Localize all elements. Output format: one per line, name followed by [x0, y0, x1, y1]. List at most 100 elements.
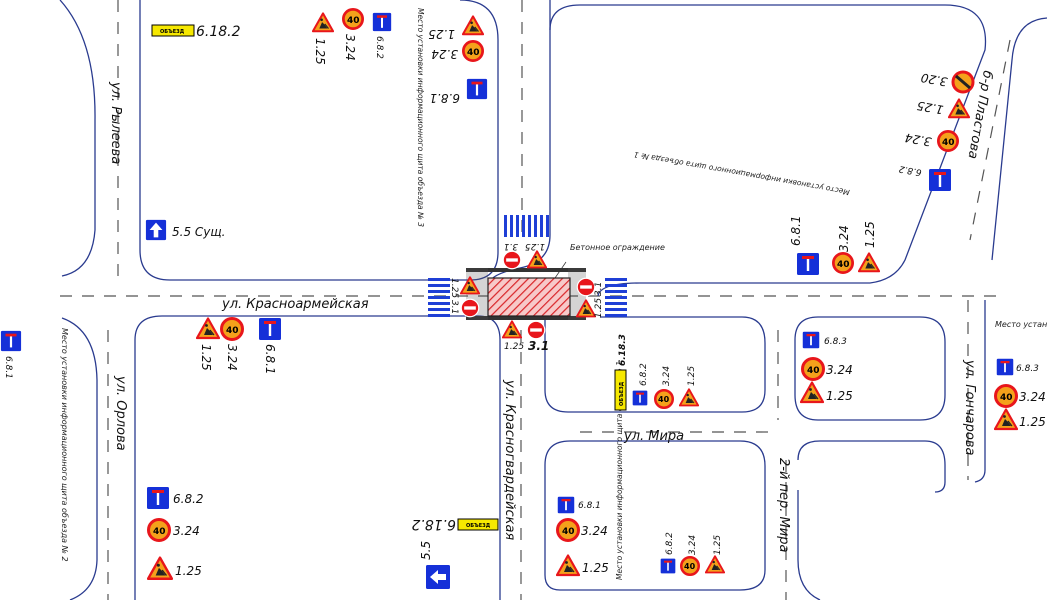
- svg-text:6.8.1: 6.8.1: [3, 356, 13, 379]
- no-entry-sign-icon: [460, 298, 480, 318]
- dead-end-sign-icon: [996, 358, 1014, 376]
- svg-text:3.1: 3.1: [594, 282, 604, 296]
- info-board-1-note-north: Место установки информационного щита объ…: [633, 150, 850, 197]
- work-sign-icon: [800, 381, 824, 404]
- svg-text:6.8.1: 6.8.1: [789, 215, 803, 246]
- svg-text:Место установки информационног: Место установки информационного щита объ…: [416, 8, 425, 227]
- street-mira-lane: 2-й пер. Мира: [776, 458, 791, 552]
- svg-text:40: 40: [658, 395, 670, 404]
- work-sign-icon: [196, 317, 220, 340]
- svg-text:5.5 Сущ.: 5.5 Сущ.: [172, 225, 226, 239]
- speed-limit-sign-icon: 40: [994, 384, 1018, 408]
- svg-text:3.24: 3.24: [1019, 390, 1046, 404]
- no-entry-sign-icon: [576, 277, 596, 297]
- crosswalk-west: [428, 278, 450, 317]
- work-sign-icon: [462, 15, 484, 36]
- svg-text:1.25: 1.25: [582, 561, 609, 575]
- svg-text:1.25: 1.25: [175, 564, 202, 578]
- sign-6-18-3: ОБЪЕЗД 6.18.3: [614, 334, 628, 411]
- svg-text:40: 40: [942, 138, 955, 148]
- svg-text:6.8.2: 6.8.2: [639, 363, 649, 386]
- speed-limit-sign-icon: 40: [937, 130, 959, 152]
- crosswalk-east: [605, 278, 627, 317]
- one-way-arrow-icon: [145, 219, 167, 241]
- street-goncharova: ул. Гончарова: [962, 359, 977, 455]
- svg-text:3.1: 3.1: [504, 241, 518, 251]
- svg-text:6.8.2: 6.8.2: [173, 492, 204, 506]
- no-entry-sign-icon: [502, 250, 522, 270]
- work-sign-icon: [147, 556, 173, 580]
- work-sign-icon: [527, 250, 547, 269]
- speed-limit-sign-icon: 40: [342, 8, 364, 30]
- svg-text:3.24: 3.24: [662, 366, 672, 386]
- svg-text:1.25: 1.25: [199, 344, 213, 371]
- svg-text:40: 40: [684, 562, 696, 571]
- svg-text:40: 40: [807, 366, 820, 376]
- dead-end-sign-icon: [660, 558, 676, 574]
- svg-text:6.18.2: 6.18.2: [411, 516, 456, 532]
- crosswalk-north: [504, 215, 549, 237]
- svg-text:6.8.1: 6.8.1: [429, 91, 460, 105]
- svg-text:1.25: 1.25: [916, 98, 945, 116]
- no-stopping-sign-icon: [951, 70, 975, 94]
- speed-limit-sign-icon: 40: [147, 518, 171, 542]
- svg-text:1.25: 1.25: [1019, 415, 1046, 429]
- street-orlova: ул. Орлова: [113, 375, 128, 451]
- svg-text:ОБЪЕЗД: ОБЪЕЗД: [619, 381, 625, 406]
- info-board-3-note: Место установки информационного щита объ…: [416, 8, 425, 227]
- svg-text:3.1: 3.1: [449, 300, 459, 314]
- svg-text:ОБЪЕЗД: ОБЪЕЗД: [160, 29, 185, 35]
- svg-text:1.25: 1.25: [713, 535, 723, 555]
- speed-limit-sign-icon: 40: [801, 357, 825, 381]
- dead-end-sign-icon: [929, 169, 951, 191]
- dead-end-sign-icon: [557, 496, 575, 514]
- dead-end-sign-icon: [632, 390, 648, 406]
- svg-text:3.24: 3.24: [343, 34, 357, 61]
- svg-text:6.18.2: 6.18.2: [196, 24, 241, 40]
- info-board-1-note-south: Место установки информационного щита объ…: [615, 361, 624, 580]
- street-krasnogvardeyskaya: ул. Красногвардейская: [502, 379, 517, 540]
- svg-text:6.8.2: 6.8.2: [898, 163, 923, 177]
- work-sign-icon: [948, 98, 970, 119]
- svg-text:40: 40: [562, 527, 575, 537]
- svg-text:Место установки информационног: Место установки информационного щита объ…: [615, 361, 624, 580]
- svg-text:40: 40: [226, 326, 239, 336]
- speed-limit-sign-icon: 40: [462, 40, 484, 62]
- dead-end-sign-icon: [466, 78, 488, 100]
- svg-text:6.8.1: 6.8.1: [263, 344, 277, 375]
- dead-end-sign-icon: [797, 253, 819, 275]
- svg-text:ОБЪЕЗД: ОБЪЕЗД: [466, 523, 491, 529]
- svg-text:1.25: 1.25: [687, 366, 697, 386]
- dead-end-sign-icon: [802, 331, 820, 349]
- svg-text:6.18.3: 6.18.3: [618, 334, 628, 366]
- svg-text:1.25: 1.25: [863, 221, 877, 248]
- work-sign-icon: [502, 320, 522, 339]
- work-sign-icon: [858, 252, 880, 273]
- work-sign-icon: [679, 388, 699, 407]
- svg-text:6.8.2: 6.8.2: [665, 532, 675, 555]
- svg-text:3.20: 3.20: [919, 70, 948, 88]
- svg-text:5.5: 5.5: [419, 541, 433, 560]
- sign-6-18-2-south: ОБЪЕЗД 6.18.2: [411, 516, 499, 532]
- svg-text:1.25: 1.25: [313, 38, 327, 65]
- closed-intersection-zone: [466, 268, 586, 320]
- svg-text:40: 40: [837, 260, 850, 270]
- svg-text:40: 40: [153, 527, 166, 537]
- svg-text:1.25: 1.25: [428, 27, 455, 41]
- street-mira: ул. Мира: [623, 429, 684, 444]
- no-entry-sign-icon: [526, 320, 546, 340]
- svg-text:1.25: 1.25: [594, 298, 604, 318]
- svg-text:40: 40: [1000, 393, 1013, 403]
- svg-text:3.24: 3.24: [431, 47, 458, 61]
- svg-text:Место установки информационног: Место установки информационного щита объ…: [995, 320, 1047, 329]
- speed-limit-sign-icon: 40: [832, 252, 854, 274]
- svg-text:3.1: 3.1: [528, 339, 549, 353]
- street-krasnoarmeyskaya: ул. Красноармейская: [221, 297, 369, 312]
- curb-lines: [59, 0, 1047, 600]
- speed-limit-sign-icon: 40: [654, 389, 674, 409]
- svg-text:3.24: 3.24: [173, 524, 200, 538]
- info-board-right-note: Место установки информационного щита объ…: [995, 320, 1047, 329]
- svg-text:3.24: 3.24: [837, 225, 851, 252]
- work-sign-icon: [994, 408, 1018, 431]
